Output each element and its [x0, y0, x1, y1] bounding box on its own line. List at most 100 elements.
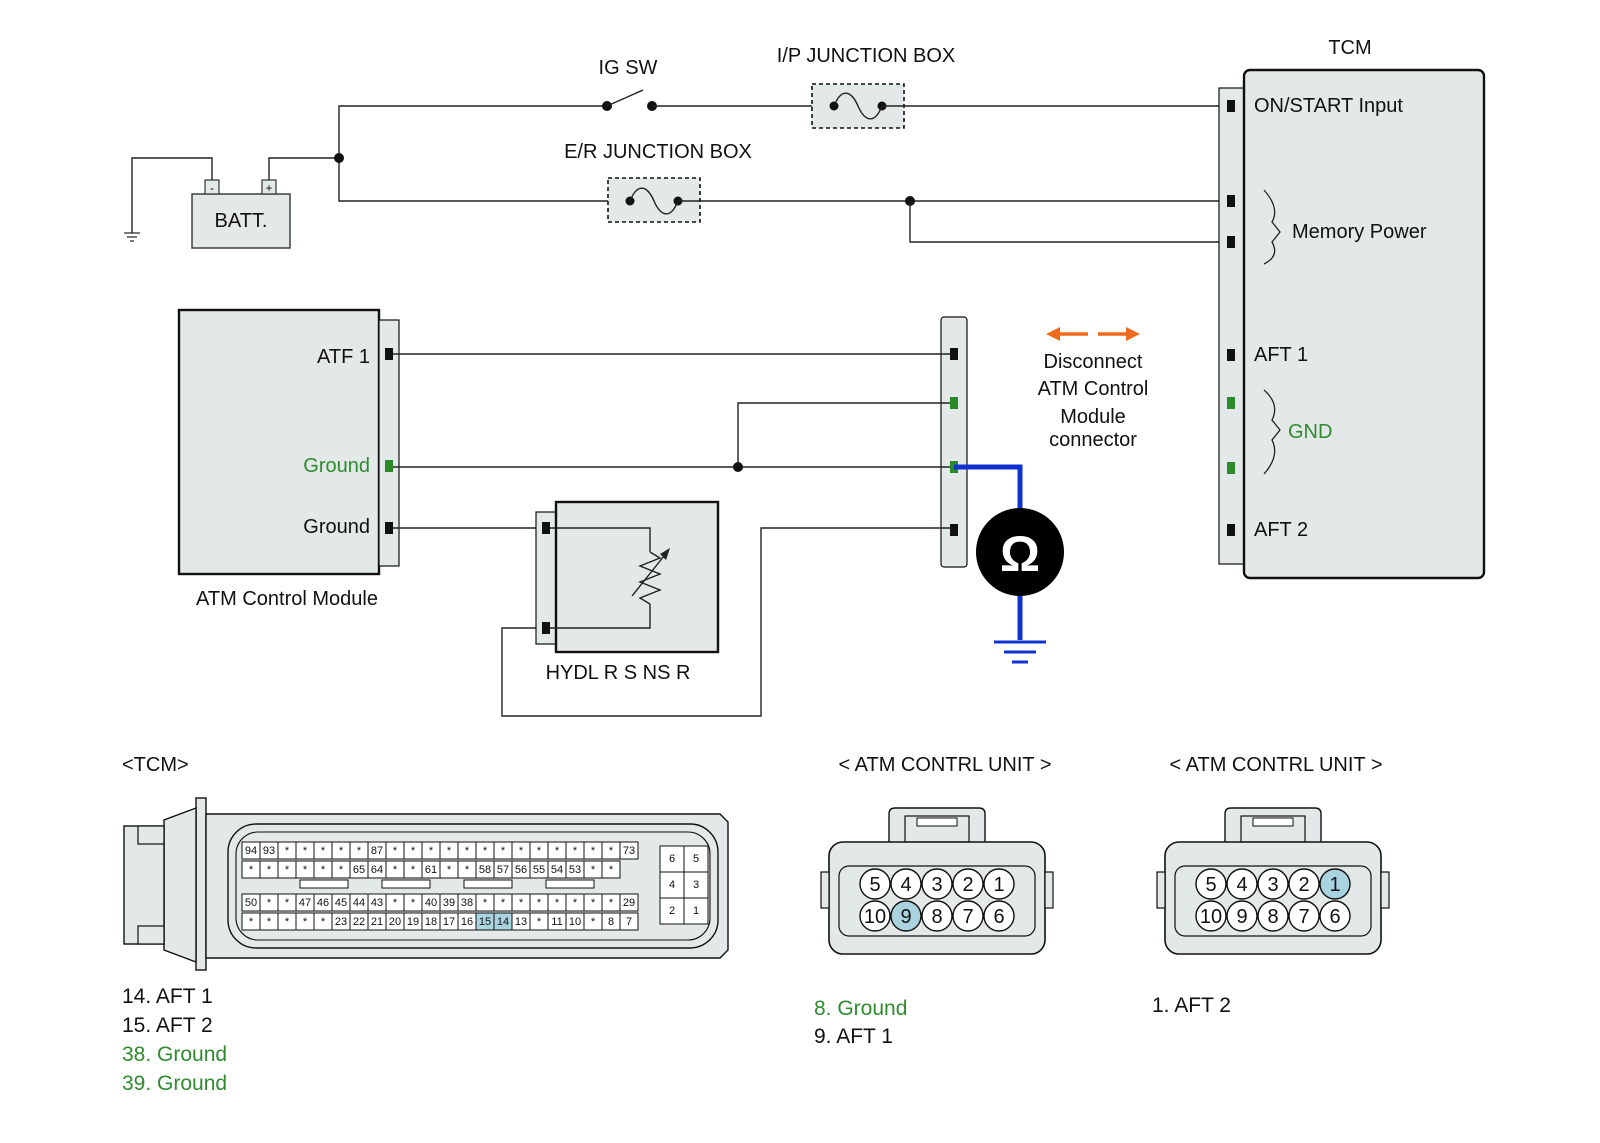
- side-tab: [820, 871, 830, 909]
- tcm-pin-label: 29: [623, 897, 635, 909]
- tcm-side-pin-cell: [659, 871, 685, 899]
- ohmmeter: Ω: [954, 464, 1064, 664]
- tcm-pin-label: 13: [515, 916, 527, 928]
- tcm-side-pin-label: 2: [669, 905, 675, 917]
- tcm-pin-label: *: [591, 864, 596, 876]
- tcm-pin-label: 87: [371, 845, 383, 857]
- tcm-pin-label: *: [591, 916, 596, 928]
- pin-cavity: [1174, 865, 1372, 937]
- tcm-pin-cell: [601, 860, 621, 879]
- connector-pin: [1226, 868, 1258, 900]
- connector-pin-label: 7: [962, 906, 973, 928]
- ground-green-label: Ground: [303, 455, 370, 477]
- tcm-pin-label: *: [573, 897, 578, 909]
- tcm-side-pin-cell: [683, 845, 709, 873]
- tcm-connector-body: [123, 797, 729, 971]
- connector-pin-label: 6: [993, 906, 1004, 928]
- connector-pin-label: 1: [1329, 874, 1340, 896]
- atm-a-pin-legend: 8. Ground 9. AFT 1: [814, 997, 907, 1048]
- pin-legend-item: 9. AFT 1: [814, 1025, 893, 1048]
- tcm-pin-label: *: [483, 897, 488, 909]
- atm-connector-a-title: < ATM CONTRL UNIT >: [839, 754, 1052, 776]
- connector-pin-label: 10: [1200, 906, 1222, 928]
- disconnect-arrows: [1046, 327, 1140, 341]
- on-start-input-label: ON/START Input: [1254, 95, 1403, 117]
- connector-pin: [983, 900, 1015, 932]
- tcm-pin-label: *: [501, 845, 506, 857]
- tcm-pin-label: 38: [461, 897, 473, 909]
- tcm-pin-label: *: [285, 897, 290, 909]
- junction-dot: [334, 153, 344, 163]
- pin-legend-item: 39. Ground: [122, 1072, 227, 1095]
- tcm-pin-label: 44: [353, 897, 365, 909]
- atm-control-module: ATF 1 Ground Ground ATM Control Module: [177, 308, 400, 610]
- tcm-pin-label: *: [339, 845, 344, 857]
- tcm-pin-label: *: [393, 845, 398, 857]
- tcm-pin-label: *: [447, 845, 452, 857]
- tcm-pin-label: *: [465, 864, 470, 876]
- ignition-switch: IG SW: [599, 57, 658, 111]
- tcm-side-pin-label: 3: [693, 879, 699, 891]
- tcm-side-pin-label: 4: [669, 879, 675, 891]
- tcm-pin-label: 56: [515, 864, 527, 876]
- tcm-pin-label: *: [285, 916, 290, 928]
- tcm-pin-label: *: [249, 916, 254, 928]
- connector-pin-label: 10: [864, 906, 886, 928]
- latch-slot: [1252, 817, 1294, 827]
- ohm-symbol: Ω: [1000, 526, 1040, 582]
- tcm-pin-label: 11: [551, 916, 562, 928]
- tcm-pin-label: *: [537, 897, 542, 909]
- battery-plus-label: +: [265, 181, 272, 195]
- disconnect-line-1: Disconnect: [1044, 351, 1143, 373]
- tcm-pin-label: 14: [497, 916, 509, 928]
- pin-legend-item: 8. Ground: [814, 997, 907, 1020]
- disconnect-line-2: ATM Control: [1038, 378, 1149, 400]
- ip-junction-box-label: I/P JUNCTION BOX: [777, 45, 956, 67]
- connector-pin-label: 2: [1298, 874, 1309, 896]
- tcm-pin-label: *: [303, 845, 308, 857]
- atm-control-module-label: ATM Control Module: [196, 588, 378, 610]
- tcm-pin-label: *: [411, 897, 416, 909]
- tcm-pin-label: *: [267, 864, 272, 876]
- disconnect-line-3: Module: [1060, 406, 1126, 428]
- connector-pin-label: 5: [869, 874, 880, 896]
- tcm-pin-label: 8: [608, 916, 614, 928]
- tcm-pin-label: 73: [623, 845, 635, 857]
- ip-junction-box-fuse: I/P JUNCTION BOX: [777, 45, 956, 129]
- pin-legend-item: 38. Ground: [122, 1043, 227, 1066]
- atf1-label: ATF 1: [317, 346, 370, 368]
- er-junction-box-fuse: E/R JUNCTION BOX: [564, 141, 752, 223]
- er-junction-box-label: E/R JUNCTION BOX: [564, 141, 752, 163]
- tcm-pin-label: 55: [533, 864, 545, 876]
- connector-pin: [1195, 900, 1227, 932]
- connector-pin: [859, 868, 891, 900]
- tcm-pin-label: 45: [335, 897, 347, 909]
- tcm-aft2-label: AFT 2: [1254, 519, 1308, 541]
- hydl-label: HYDL R S NS R: [546, 662, 691, 684]
- connector-pin: [1319, 868, 1351, 900]
- tcm-pin-label: 61: [425, 864, 437, 876]
- tcm-pin-label: 64: [371, 864, 383, 876]
- tcm-pin-label: 54: [551, 864, 563, 876]
- tcm-pin-label: 93: [263, 845, 275, 857]
- ground-label: Ground: [303, 516, 370, 538]
- tcm-pin-label: 58: [479, 864, 491, 876]
- tcm-pin-cell: [619, 893, 639, 912]
- connector-pin-label: 8: [1267, 906, 1278, 928]
- connector-pin: [952, 868, 984, 900]
- tcm-pin-label: 47: [299, 897, 311, 909]
- connector-pin-label: 9: [900, 906, 911, 928]
- tcm-pin-label: *: [357, 845, 362, 857]
- tcm-pin-label: 18: [425, 916, 437, 928]
- tcm-pin-label: 50: [245, 897, 257, 909]
- tcm-pin-label: 21: [371, 916, 383, 928]
- tcm-pin-label: *: [411, 845, 416, 857]
- connector-pin: [890, 900, 922, 932]
- tcm-side-pin-cell: [683, 871, 709, 899]
- ig-sw-label: IG SW: [599, 57, 658, 79]
- connector-pin-label: 4: [900, 874, 911, 896]
